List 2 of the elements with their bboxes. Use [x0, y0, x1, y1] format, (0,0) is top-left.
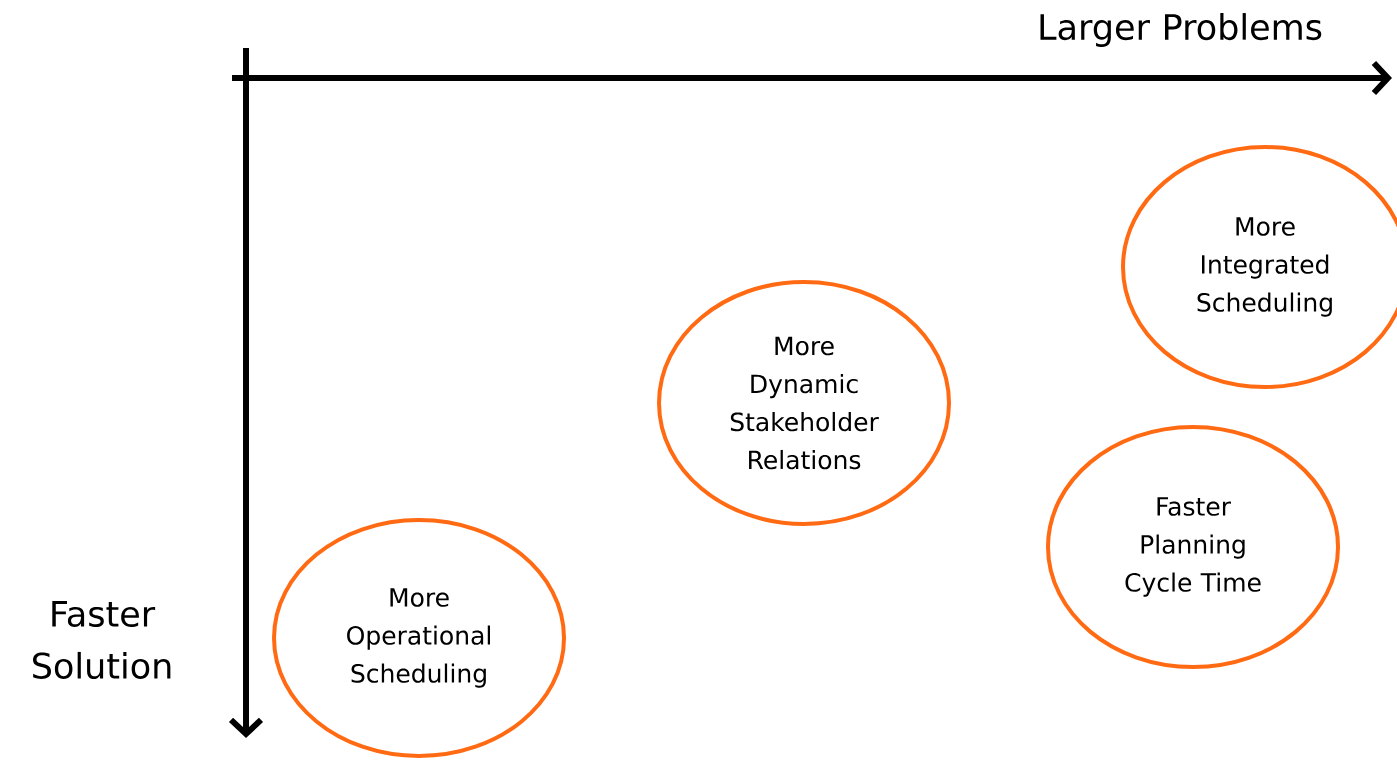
axis-label: Faster Solution — [33, 601, 171, 679]
axis-label: Larger Problems — [1040, 13, 1322, 47]
